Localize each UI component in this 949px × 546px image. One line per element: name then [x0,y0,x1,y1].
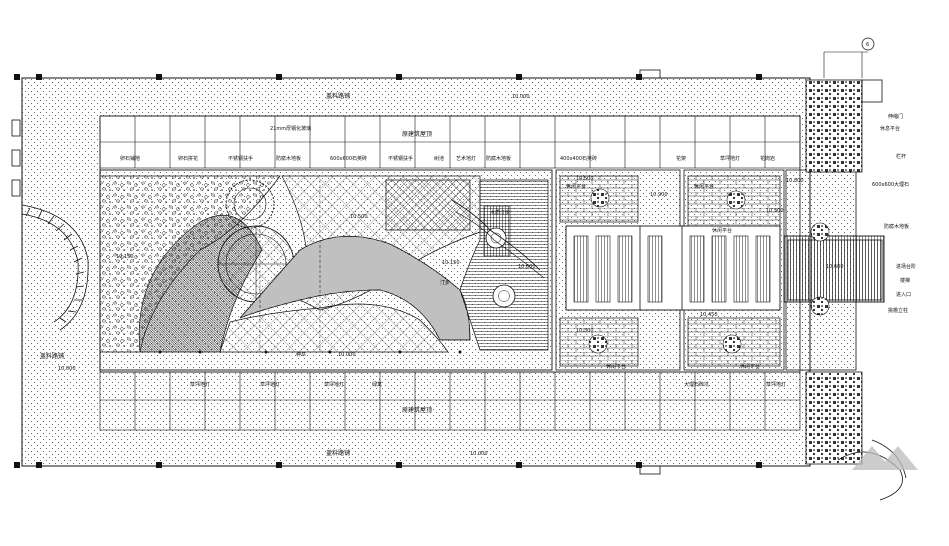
top-label-0: 卵石铺地 [120,155,140,162]
bottom-label-2: 草坪地灯 [324,381,344,388]
brick-and-deck-section [555,169,785,371]
bottom-label-5: 草坪地灯 [766,381,786,388]
top-label-5: 不锈钢扶手 [388,155,413,162]
walkway-label-left: 盖料路铺 [40,352,64,360]
level-a: 10.150 [442,260,460,266]
top-label-2: 不锈钢扶手 [228,155,253,162]
bottom-label-3: 绿篱 [372,381,382,388]
top-label-12: 花岗岩 [760,155,775,162]
bottom-label-4: 大理石砖坑 [684,381,709,388]
mid-label-4: 休闲平台 [740,363,760,370]
walkway-label-bottom: 盖料路铺 [326,449,350,457]
mid-label-6: 汀步 [440,279,450,286]
top-roof-grid [99,115,801,169]
right-label-2: 栏杆 [896,153,906,160]
right-label-1: 休息平台 [880,125,900,132]
top-label-10: 花架 [676,155,686,162]
right-label-5: 进场台阶 [896,263,916,270]
mid-label-0: 休闲平台 [566,183,586,190]
level-h: 10.600 [826,264,844,270]
mid-label-1: 木质汀步 [490,209,510,216]
level-left: 10.000 [58,366,76,372]
bottom-roof-label: 原建筑屋顶 [402,406,432,414]
bottom-label-1: 草坪地灯 [260,381,280,388]
plan-labels: 原建筑屋顶 原建筑屋顶 盖料路铺 盖料路铺 盖料路铺 10.000 10.000… [40,42,916,457]
top-roof-label: 原建筑屋顶 [402,130,432,138]
level-i: 10.500 [350,214,368,220]
level-top: 10.000 [512,94,530,100]
perimeter-columns [14,69,762,475]
top-note: 21mm厚钢化玻璃 [270,125,311,132]
entry-stairs [783,37,907,501]
level-c: 10.900 [650,192,668,198]
lawn-label: 种草 [296,351,306,358]
top-label-6: 树池 [434,155,444,162]
top-label-9: 400x400石英砖 [560,155,597,162]
axis-marker: 6 [866,42,869,48]
level-bottom: 10.000 [470,451,488,457]
mid-label-5: 休闲平台 [712,227,732,234]
top-label-1: 卵石拼花 [178,155,198,162]
right-label-4: 防腐木地板 [884,223,909,230]
level-mid: 10.600 [518,264,536,270]
garden-field [99,169,553,371]
left-stair [11,119,89,331]
level-f: 10.450 [700,312,718,318]
top-label-7: 艺术地灯 [456,155,476,162]
mid-label-3: 休闲平台 [606,363,626,370]
right-label-7: 进入口 [896,291,911,298]
right-label-0: 伸缩门 [888,113,903,120]
level-d: 10.500 [766,208,784,214]
right-label-3: 600x600大理石 [872,181,909,188]
level-center: 10.000 [338,352,356,358]
top-label-8: 防腐木地板 [486,155,511,162]
level-g: 10.800 [786,178,804,184]
top-label-3: 防腐木地板 [276,155,301,162]
right-label-6: 楼梯 [900,277,910,284]
bottom-label-0: 草坪地灯 [190,381,210,388]
level-west: 10.150 [116,254,134,260]
bottom-roof-grid [99,371,801,431]
top-label-4: 600x600石英砖 [330,155,367,162]
level-b: 10.500 [576,176,594,182]
right-label-8: 挑檐立柱 [888,307,908,314]
top-label-11: 草坪地灯 [720,155,740,162]
walkway-label-top: 盖料路铺 [326,92,350,100]
level-e: 10.300 [576,328,594,334]
mid-label-2: 休闲平台 [694,183,714,190]
watermark-logo [852,446,918,470]
